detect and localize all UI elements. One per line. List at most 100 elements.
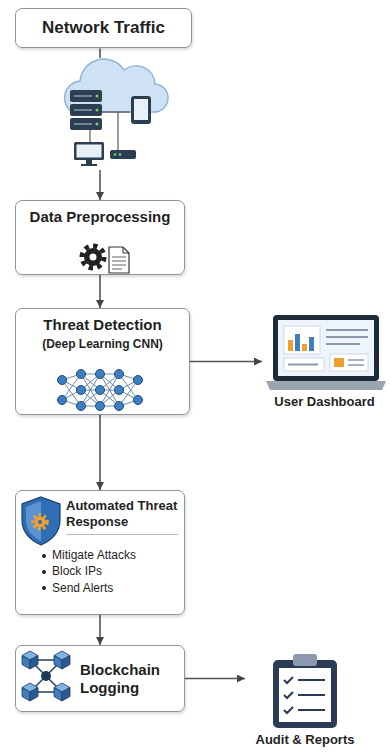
laptop-icon-part <box>348 364 364 366</box>
network-cloud-icon-part <box>134 99 148 120</box>
clipboard-icon-part <box>298 709 325 711</box>
laptop-icon-part <box>273 315 379 381</box>
neural-network-icon-part <box>58 376 67 385</box>
neural-network-icon-part <box>96 402 105 411</box>
flow-arrow <box>99 415 101 490</box>
clipboard-icon-part <box>273 660 337 728</box>
network-cloud-icon-part <box>119 153 122 156</box>
gear-document-icon-part <box>112 261 126 262</box>
laptop-icon-part <box>278 320 374 376</box>
neural-network-icon-part <box>77 370 86 379</box>
network-cloud-icon-part <box>74 142 104 160</box>
neural-network-icon-part <box>96 386 105 395</box>
shield-icon <box>22 497 60 545</box>
blockchain-icon-part <box>41 671 51 681</box>
network-cloud-icon-part <box>114 153 117 156</box>
network-cloud-icon-part <box>96 95 99 98</box>
network-cloud-icon-part <box>70 90 102 102</box>
blockchain-icon-part <box>54 651 70 669</box>
network-cloud-icon-part <box>58 58 168 170</box>
laptop-icon-part <box>284 358 324 371</box>
process-box: Threat Detection(Deep Learning CNN) <box>15 308 190 415</box>
laptop-icon-part <box>334 358 344 367</box>
network-cloud-icon-part <box>70 118 102 130</box>
logging-box: Blockchain Logging <box>15 645 185 712</box>
gear-document-icon-part <box>84 248 102 266</box>
laptop-icon-part <box>302 344 307 351</box>
network-cloud-icon-part <box>74 95 92 96</box>
blockchain-icon <box>22 651 70 701</box>
gear-document-icon-part <box>123 247 129 253</box>
bullet-item: Send Alerts <box>40 580 178 596</box>
laptop-icon-part <box>330 354 368 371</box>
clipboard-icon-part <box>298 679 325 681</box>
shield-icon-part <box>38 520 42 524</box>
network-cloud-icon-part <box>96 123 99 126</box>
neural-network-icon-part <box>77 402 86 411</box>
network-cloud-icon-part <box>100 111 130 112</box>
shield-icon-part <box>33 515 47 529</box>
gear-document-icon-part <box>90 254 97 261</box>
flow-arrow <box>190 361 262 363</box>
neural-network-icon-part <box>58 396 67 405</box>
shield-icon-part <box>35 517 46 528</box>
node-label: Network Traffic <box>22 18 185 38</box>
clipboard-icon-part <box>284 692 293 698</box>
blockchain-icon-part <box>22 683 38 701</box>
blockchain-icon-part <box>54 683 70 701</box>
clipboard-icon-part <box>293 654 317 666</box>
node-label: Threat Detection <box>22 316 183 334</box>
neural-network-icon-part <box>115 370 124 379</box>
node-label: Data Preprocessing <box>24 208 176 226</box>
response-box: Automated Threat ResponseMitigate Attack… <box>15 490 185 615</box>
node-label: User Dashboard <box>264 394 385 410</box>
network-cloud-icon <box>58 58 168 170</box>
neural-network-icon-part <box>96 370 105 379</box>
network-cloud-icon-part <box>74 109 92 110</box>
network-cloud-icon-part <box>70 104 102 116</box>
neural-network-icon-part <box>115 402 124 411</box>
report-node: Audit & Reports <box>245 650 365 750</box>
node-label: Audit & Reports <box>247 732 363 748</box>
gear-document-icon-part <box>82 246 104 268</box>
blockchain-icon-part <box>22 651 38 669</box>
gear-document-icon-part <box>112 265 126 266</box>
bullet-item: Block IPs <box>40 563 178 579</box>
gear-document-icon-part <box>112 257 126 258</box>
network-cloud-icon-part <box>77 145 102 158</box>
laptop-icon-part <box>284 326 320 354</box>
input-box: Network Traffic <box>15 8 192 48</box>
neural-network-icon <box>58 370 143 411</box>
laptop-icon-part <box>309 337 314 351</box>
flow-arrow <box>185 678 245 680</box>
laptop-icon <box>266 315 386 390</box>
clipboard-icon-part <box>298 694 325 696</box>
network-cloud-icon-part <box>74 123 92 124</box>
network-cloud-icon-part <box>131 96 151 124</box>
neural-network-icon-part <box>134 376 143 385</box>
clipboard-icon-part <box>279 668 331 722</box>
laptop-icon-part <box>326 336 368 338</box>
node-label: Automated Threat Response <box>66 498 178 535</box>
clipboard-icon <box>273 654 337 728</box>
gear-document-icon-part <box>112 269 122 270</box>
laptop-icon-part <box>266 381 386 390</box>
laptop-icon-part <box>326 329 368 331</box>
network-cloud-icon-part <box>96 109 99 112</box>
neural-network-icon-part <box>115 386 124 395</box>
shield-icon-part <box>22 497 60 545</box>
laptop-icon-part <box>348 359 364 361</box>
network-cloud-icon-part <box>110 150 136 159</box>
gear-document-icon <box>82 246 129 273</box>
flow-arrow <box>99 275 101 308</box>
gear-document-icon-part <box>109 247 129 273</box>
clipboard-icon-part <box>284 707 293 713</box>
laptop-icon-part <box>288 364 318 366</box>
network-cloud-icon-part <box>117 112 118 150</box>
process-box: Data Preprocessing <box>15 200 185 275</box>
neural-network-icon-part <box>77 386 86 395</box>
clipboard-icon-part <box>284 677 293 683</box>
laptop-icon-part <box>326 343 360 345</box>
